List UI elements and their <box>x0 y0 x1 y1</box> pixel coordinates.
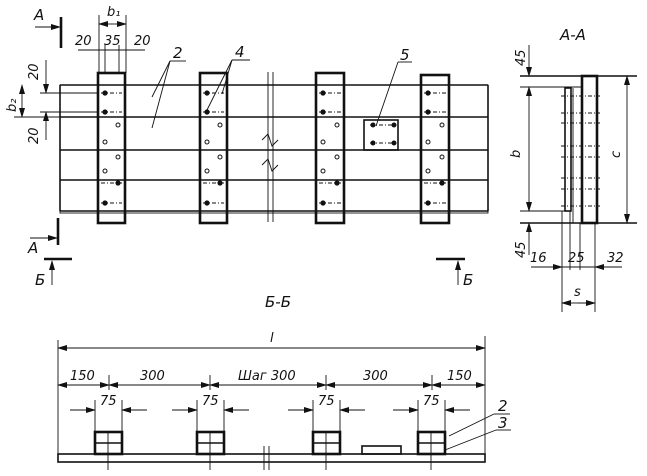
svg-text:b₁: b₁ <box>107 5 120 20</box>
bolt <box>204 90 210 96</box>
svg-text:20: 20 <box>27 63 42 80</box>
bolt <box>320 109 326 115</box>
section-b-title: Б-Б <box>265 293 291 311</box>
svg-text:25: 25 <box>568 251 585 266</box>
dim-75: 75 <box>423 394 440 409</box>
break-line <box>261 72 279 222</box>
section-marker-a-bottom: А <box>27 218 60 257</box>
section-marker-a-top: А <box>33 6 63 48</box>
bolt <box>320 200 326 206</box>
pad <box>311 430 342 470</box>
nail-hole <box>439 122 445 128</box>
section-marker-b-right: Б <box>436 257 473 289</box>
svg-text:20: 20 <box>75 34 92 49</box>
svg-text:4: 4 <box>235 43 245 61</box>
nail-hole <box>320 139 326 145</box>
strip-1 <box>96 71 127 225</box>
bolt <box>102 109 108 115</box>
nail-hole <box>115 122 121 128</box>
bolt <box>425 109 431 115</box>
bolt <box>115 180 121 186</box>
nail-hole <box>439 154 445 160</box>
nail-hole <box>217 154 223 160</box>
strip-3 <box>314 71 346 225</box>
patch-plate-section <box>361 445 402 455</box>
section-marker-b-left: Б <box>35 257 72 289</box>
svg-text:3: 3 <box>498 414 508 432</box>
callout-1: 2 <box>151 44 186 129</box>
nail-hole <box>204 139 210 145</box>
svg-text:20: 20 <box>27 127 42 144</box>
bolt <box>425 90 431 96</box>
svg-text:20: 20 <box>134 34 151 49</box>
bolt <box>425 200 431 206</box>
bolt <box>439 180 445 186</box>
bolt <box>217 180 223 186</box>
svg-text:16: 16 <box>530 251 547 266</box>
patch-plate <box>363 119 399 151</box>
section-a-title: А-А <box>559 26 586 44</box>
nail-hole <box>115 154 121 160</box>
svg-text:2: 2 <box>173 44 183 62</box>
svg-text:c: c <box>609 151 624 158</box>
svg-text:45: 45 <box>514 49 529 66</box>
section-label-b: Б <box>35 271 45 289</box>
callout-4: 4 <box>205 43 250 113</box>
strip-2 <box>198 71 229 225</box>
dim-b2: b₂ 20 20 <box>5 60 98 144</box>
svg-text:l: l <box>270 331 274 346</box>
svg-text:150: 150 <box>447 369 472 384</box>
section-b-b: Б-Б l 150 300 Шаг 300 300 <box>57 293 511 470</box>
dim-75: 75 <box>318 394 335 409</box>
strip-4 <box>419 73 451 225</box>
svg-text:b₂: b₂ <box>5 99 20 112</box>
section-label-a: А <box>27 239 38 257</box>
nail-hole <box>217 122 223 128</box>
plan-view: А А Б Б b₁ 20 <box>5 5 489 289</box>
callout-5: 5 <box>375 46 412 127</box>
nail-hole <box>102 168 108 174</box>
svg-text:5: 5 <box>400 46 410 64</box>
svg-text:b: b <box>509 150 524 158</box>
nail-hole <box>102 139 108 145</box>
svg-text:s: s <box>574 285 581 300</box>
section-a-a: А-А 45 45 b c <box>509 26 637 312</box>
svg-text:300: 300 <box>140 369 165 384</box>
nail-hole <box>204 168 210 174</box>
bolt <box>334 180 340 186</box>
bolt <box>204 109 210 115</box>
nail-hole <box>334 122 340 128</box>
svg-text:300: 300 <box>363 369 388 384</box>
nail-hole <box>425 139 431 145</box>
svg-text:2: 2 <box>498 397 508 415</box>
nail-hole <box>425 168 431 174</box>
boards <box>59 84 489 214</box>
fasteners <box>101 90 446 206</box>
section-label-b: Б <box>463 271 473 289</box>
svg-text:45: 45 <box>514 241 529 258</box>
nail-hole <box>334 154 340 160</box>
svg-text:35: 35 <box>104 34 121 49</box>
bolt <box>102 200 108 206</box>
svg-text:150: 150 <box>70 369 95 384</box>
svg-text:Шаг 300: Шаг 300 <box>238 369 296 384</box>
dim-20-35-20: 20 35 20 <box>75 34 151 73</box>
dim-b1: b₁ <box>98 5 127 73</box>
dim-75: 75 <box>100 394 117 409</box>
section-label-a: А <box>33 6 44 24</box>
bolt <box>102 90 108 96</box>
dim-75: 75 <box>202 394 219 409</box>
bolt <box>320 90 326 96</box>
pad <box>195 430 226 470</box>
bolt <box>204 200 210 206</box>
nail-hole <box>320 168 326 174</box>
pad <box>416 430 447 470</box>
pad <box>93 430 124 470</box>
svg-text:32: 32 <box>607 251 624 266</box>
